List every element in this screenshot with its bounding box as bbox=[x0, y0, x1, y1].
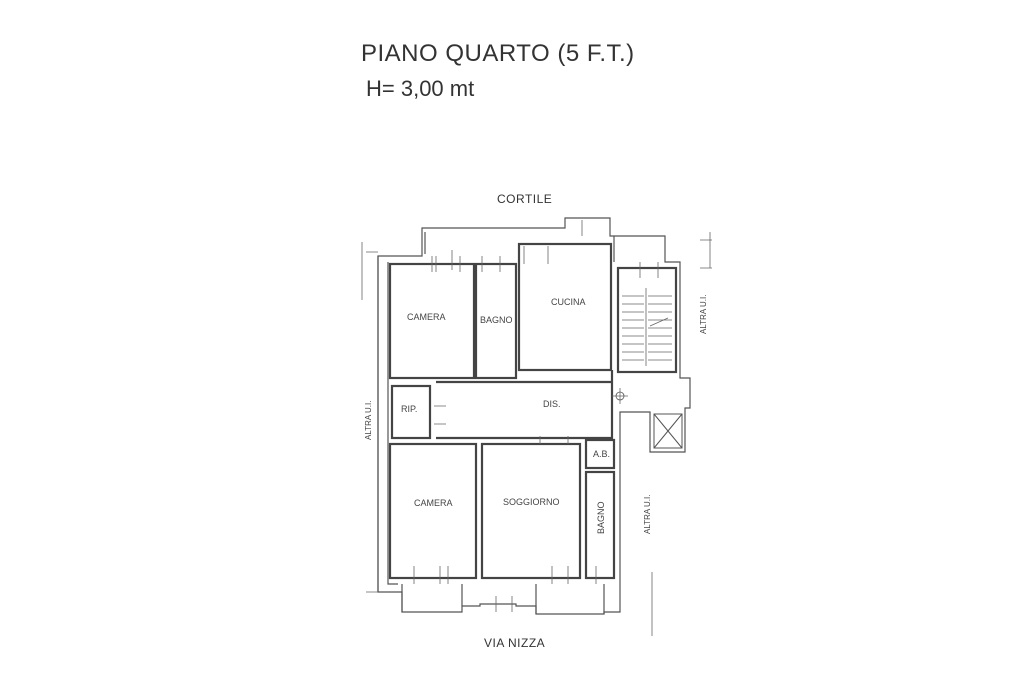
plan-title: PIANO QUARTO (5 F.T.) bbox=[361, 40, 635, 67]
room-bagno-bottom: BAGNO bbox=[596, 501, 606, 534]
label-via-nizza: VIA NIZZA bbox=[484, 636, 546, 650]
adjacent-right-bottom: ALTRA U.I. bbox=[643, 495, 652, 534]
internal-walls bbox=[388, 242, 678, 580]
room-camera-bottom: CAMERA bbox=[414, 498, 453, 508]
room-soggiorno: SOGGIORNO bbox=[503, 497, 560, 507]
outer-walls bbox=[377, 217, 691, 615]
ceiling-height: H= 3,00 mt bbox=[366, 76, 475, 101]
riser-symbol bbox=[615, 391, 625, 401]
elevator bbox=[653, 413, 683, 449]
room-ab: A.B. bbox=[593, 449, 610, 459]
room-bagno-top: BAGNO bbox=[480, 315, 513, 325]
label-cortile: CORTILE bbox=[497, 192, 553, 206]
room-rip: RIP. bbox=[401, 404, 417, 414]
room-dis: DIS. bbox=[543, 399, 561, 409]
room-camera-top: CAMERA bbox=[407, 312, 446, 322]
stairs bbox=[622, 288, 672, 366]
adjacent-left: ALTRA U.I. bbox=[364, 401, 373, 440]
adjacent-right-top: ALTRA U.I. bbox=[699, 295, 708, 334]
openings bbox=[361, 220, 712, 636]
room-cucina: CUCINA bbox=[551, 297, 586, 307]
